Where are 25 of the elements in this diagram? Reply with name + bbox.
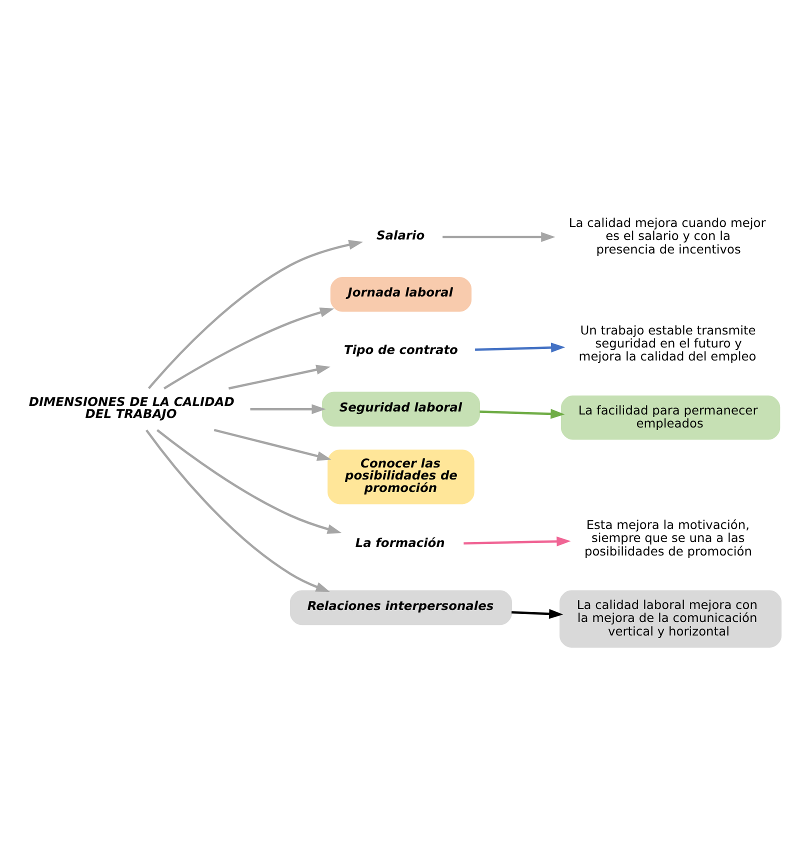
arrow	[228, 364, 330, 390]
node-text: La formación	[355, 536, 445, 550]
arrow	[250, 404, 326, 414]
node-box: La calidad laboral mejora con la mejora de la comunicación vertical y horizontal	[560, 590, 782, 648]
node-box: Conocer las posibilidades de promoción	[328, 450, 474, 504]
arrow	[442, 232, 556, 242]
arrow	[214, 428, 332, 461]
node-text: DIMENSIONES DE LA CALIDAD DEL TRABAJO	[28, 394, 234, 422]
arrow	[475, 342, 566, 353]
arrow	[156, 429, 342, 534]
arrow	[148, 240, 363, 390]
node-box: Jornada laboral	[330, 276, 472, 312]
node-box: Relaciones interpersonales	[290, 590, 512, 626]
node-text: Esta mejora la motivación, siempre que se una a las posibilidades de promoción	[584, 518, 752, 558]
node-box: Seguridad laboral	[322, 392, 480, 427]
arrow	[512, 608, 564, 619]
node-box: La facilidad para permanecer empleados	[560, 396, 780, 440]
node-text: Tipo de contrato	[344, 343, 458, 358]
node-text: Salario	[376, 228, 425, 242]
arrow	[146, 429, 330, 592]
arrow	[464, 536, 571, 546]
arrow	[164, 308, 334, 390]
node-text: Un trabajo estable transmite seguridad en el futuro y mejora la calidad del empleo	[578, 323, 756, 364]
arrow	[480, 408, 565, 419]
node-text: La calidad mejora cuando mejor es el salario y con la presencia de incentivos	[568, 216, 766, 256]
